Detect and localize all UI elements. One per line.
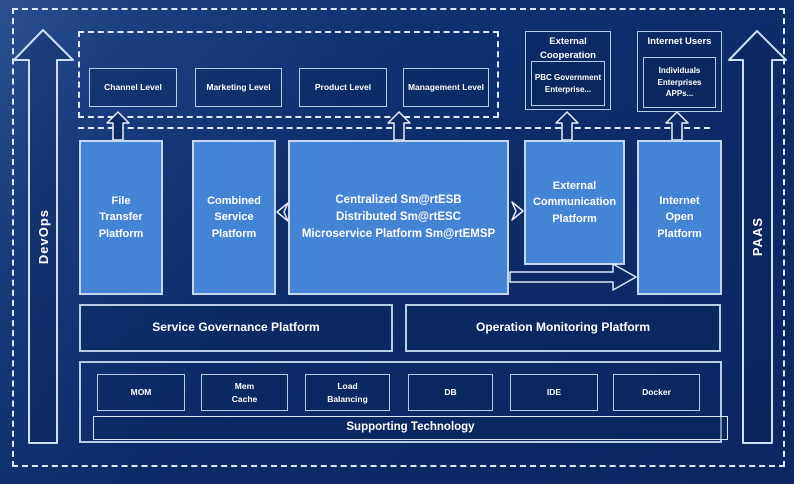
level-box-marketing: Marketing Level — [195, 68, 282, 107]
supporting-technology-bar: Supporting Technology — [93, 416, 728, 440]
db-label: DB — [444, 387, 457, 398]
up-arrow-icon-esb — [387, 111, 411, 141]
tech-box-db: DB — [408, 374, 493, 411]
up-arrow-icon-file-transfer — [106, 111, 130, 141]
ide-label: IDE — [546, 387, 562, 398]
docker-label: Docker — [642, 387, 671, 398]
up-arrow-icon-external-communication — [555, 111, 579, 141]
internet-users-box: Internet Users Individuals Enterprises A… — [637, 31, 722, 112]
management-level-label: Management Level — [407, 82, 485, 93]
internet-users-title: Internet Users — [647, 36, 712, 47]
external-cooperation-box: External Cooperation PBC Government Ente… — [525, 31, 611, 110]
internet-users-inner-box: Individuals Enterprises APPs... — [643, 57, 716, 108]
product-level-label: Product Level — [314, 82, 372, 93]
levels-container — [78, 31, 499, 118]
long-right-arrow-icon-esb-to-internet-open — [509, 263, 637, 291]
internet-open-platform-box: Internet Open Platform — [637, 140, 722, 295]
left-arrow-icon-esb-to-combined — [276, 202, 289, 222]
outer-dashed-frame — [12, 8, 785, 467]
channel-level-label: Channel Level — [104, 82, 162, 93]
devops-up-arrow-icon — [13, 29, 74, 444]
esb-platform-label: Centralized Sm@rtESB Distributed Sm@rtES… — [301, 193, 496, 241]
internet-users-body: Individuals Enterprises APPs... — [657, 66, 702, 99]
paas-up-arrow-icon — [728, 30, 787, 444]
tech-box-mom: MOM — [97, 374, 185, 411]
combined-service-platform-box: Combined Service Platform — [192, 140, 276, 295]
internet-open-platform-label: Internet Open Platform — [657, 194, 702, 240]
tech-box-load-balancing: Load Balancing — [305, 374, 390, 411]
tech-box-docker: Docker — [613, 374, 700, 411]
supporting-technology-label: Supporting Technology — [346, 421, 475, 434]
external-cooperation-body: PBC Government Enterprise... — [534, 72, 602, 94]
paas-label: PAAS — [750, 217, 765, 257]
devops-rail: DevOps — [13, 29, 74, 444]
level-box-channel: Channel Level — [89, 68, 177, 107]
load-balancing-label: Load Balancing — [327, 381, 368, 404]
external-cooperation-title: External Cooperation — [540, 36, 596, 61]
level-box-management: Management Level — [403, 68, 489, 107]
mom-label: MOM — [130, 387, 152, 398]
up-arrow-icon-internet-open — [665, 111, 689, 141]
devops-label: DevOps — [36, 208, 51, 265]
mem-cache-label: Mem Cache — [231, 381, 258, 404]
paas-rail: PAAS — [728, 30, 787, 444]
tech-box-ide: IDE — [510, 374, 598, 411]
service-governance-platform-label: Service Governance Platform — [152, 320, 320, 335]
marketing-level-label: Marketing Level — [206, 82, 271, 93]
supporting-technology-container — [79, 361, 722, 443]
tech-box-mem-cache: Mem Cache — [201, 374, 288, 411]
external-communication-platform-label: External Communication Platform — [532, 179, 617, 225]
service-governance-platform-box: Service Governance Platform — [79, 304, 393, 352]
file-transfer-platform-box: File Transfer Platform — [79, 140, 163, 295]
operation-monitoring-platform-box: Operation Monitoring Platform — [405, 304, 721, 352]
file-transfer-platform-label: File Transfer Platform — [98, 194, 144, 240]
external-cooperation-inner-box: PBC Government Enterprise... — [531, 61, 605, 106]
operation-monitoring-platform-label: Operation Monitoring Platform — [476, 320, 650, 335]
level-box-product: Product Level — [299, 68, 387, 107]
external-communication-platform-box: External Communication Platform — [524, 140, 625, 265]
esb-platform-box: Centralized Sm@rtESB Distributed Sm@rtES… — [288, 140, 509, 295]
right-arrow-icon-esb-to-external-communication — [511, 201, 524, 221]
combined-service-platform-label: Combined Service Platform — [207, 194, 261, 240]
